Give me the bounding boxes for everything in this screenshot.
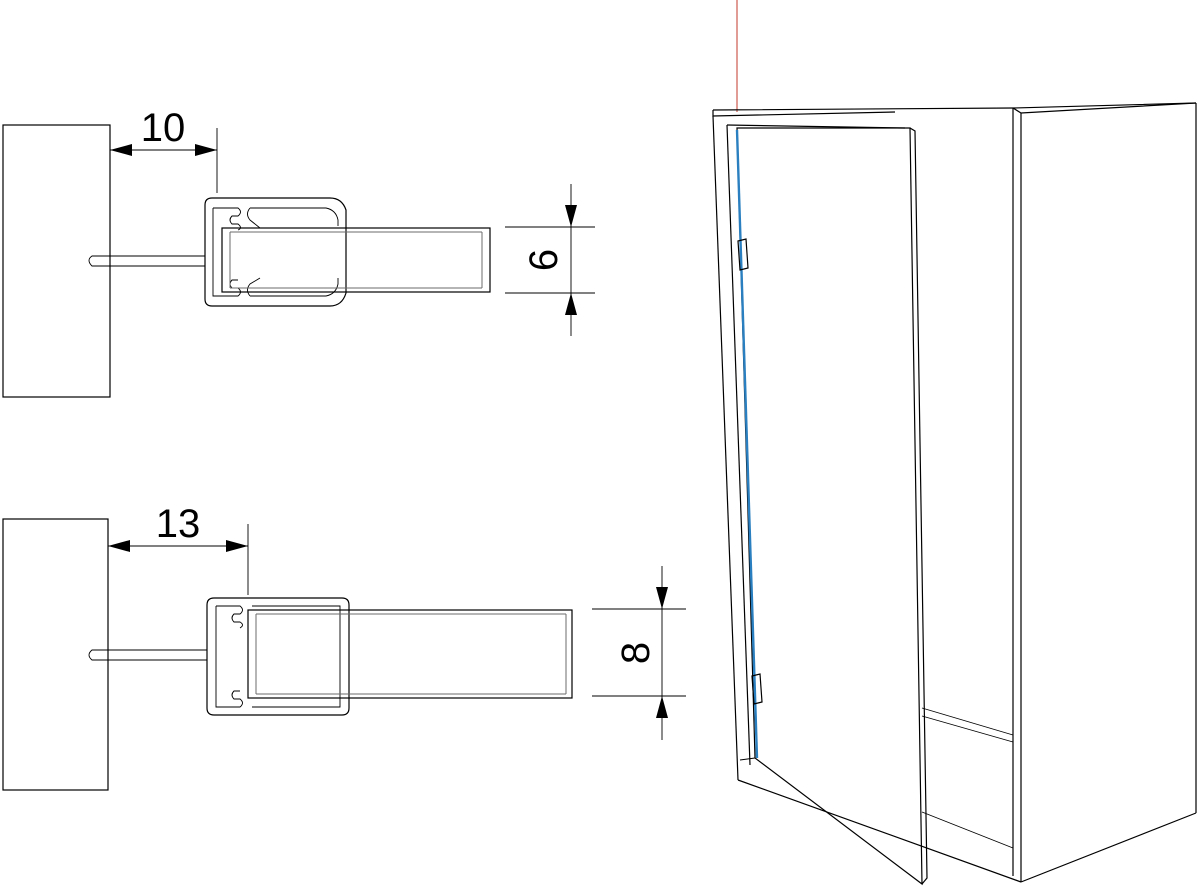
door-panel (736, 127, 923, 886)
bottom-profile-fin (88, 649, 207, 661)
bottom-glass-pane (247, 609, 573, 699)
top-profile-outer (204, 197, 347, 307)
top-profile-upper-lip (250, 207, 339, 226)
top-profile-inner-top (213, 207, 241, 231)
seal-profile-line (735, 129, 759, 759)
top-offset-arrow-left (110, 144, 132, 156)
bottom-wall-block (2, 518, 109, 791)
lower-hinge-icon (751, 673, 763, 705)
bottom-profile-detail: 13 8 (2, 502, 686, 791)
bottom-offset-label: 13 (156, 502, 201, 546)
door-panel-edge (909, 127, 928, 885)
top-thickness-label: 6 (522, 249, 566, 271)
left-frame-outer (712, 115, 739, 781)
interior-floor-front (921, 811, 1014, 849)
top-thickness-arrow-bottom (565, 293, 577, 315)
top-glass-pane (221, 227, 491, 293)
top-offset-arrow-right (195, 144, 217, 156)
top-profile-upper-fin (247, 207, 261, 229)
bottom-profile-inner-top (216, 605, 243, 629)
interior-floor-back-2 (921, 715, 1014, 743)
bottom-profile-inner-bottom (215, 606, 243, 708)
enclosure-floor-front (737, 779, 1022, 883)
bottom-profile-outer (206, 597, 350, 716)
enclosure-top-front (712, 110, 896, 117)
shower-enclosure-3d (712, 0, 1197, 886)
top-wall-block (2, 124, 111, 398)
bottom-thickness-label: 8 (614, 642, 658, 664)
top-profile-lower-lip (250, 278, 339, 297)
bottom-offset-arrow-left (108, 540, 130, 552)
bottom-offset-arrow-right (226, 540, 248, 552)
top-profile-fin (88, 255, 205, 267)
enclosure-top-edge (712, 102, 1197, 111)
bottom-thickness-arrow-top (656, 587, 668, 609)
upper-hinge-icon (737, 238, 749, 271)
top-profile-detail: 10 6 (2, 106, 595, 398)
bottom-thickness-arrow-bottom (656, 696, 668, 718)
interior-floor-back (921, 707, 1014, 736)
top-thickness-arrow-top (565, 205, 577, 227)
left-frame-inner (726, 124, 751, 766)
side-wall-bottom (1020, 812, 1197, 883)
side-wall-top (1012, 102, 1197, 114)
door-bottom-corner (739, 757, 756, 761)
top-offset-label: 10 (141, 106, 186, 150)
bottom-profile-inner-channel (252, 605, 341, 708)
top-profile-inner-bottom (212, 208, 241, 297)
top-profile-lower-fin (247, 277, 261, 297)
